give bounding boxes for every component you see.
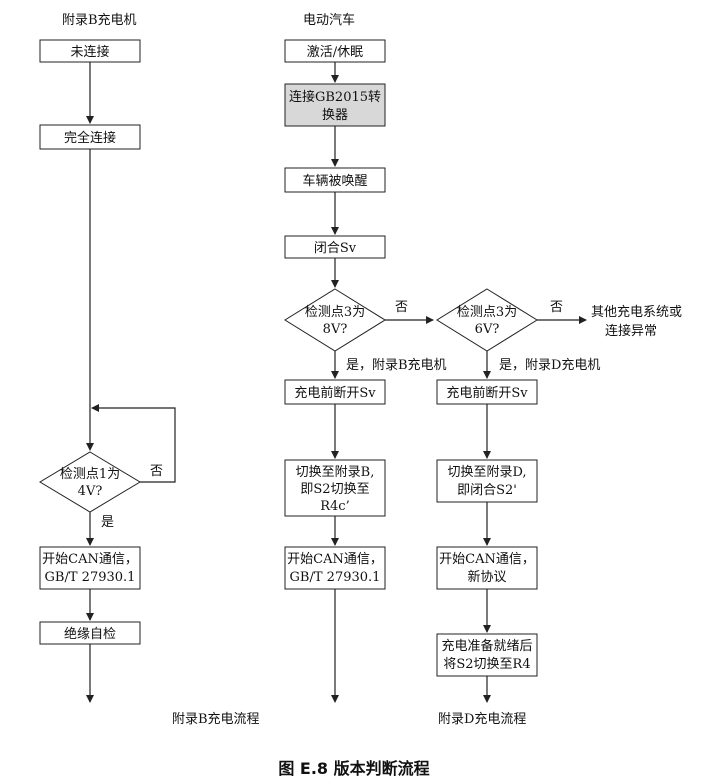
- box-mid-open-sv-label: 充电前断开Sv: [294, 385, 376, 401]
- decision-check1-line2: 4V?: [78, 484, 103, 499]
- left-yes-label: 是: [101, 515, 114, 530]
- flow-label-b: 附录B充电流程: [172, 711, 260, 727]
- box-close-sv-label: 闭合Sv: [314, 241, 357, 256]
- box-converter-line1: 连接GB2015转: [289, 89, 381, 105]
- decision-check3-8v: 检测点3为 8V?: [284, 288, 386, 352]
- box-left-can: 开始CAN通信， GB/T 27930.1: [39, 546, 141, 590]
- box-right-open-sv-label: 充电前断开Sv: [446, 385, 528, 401]
- box-activate-label: 激活/休眠: [307, 45, 363, 60]
- flow-label-d: 附录D充电流程: [438, 711, 526, 727]
- header-ev: 电动汽车: [303, 12, 355, 28]
- box-switch-d-line1: 切换至附录D,: [447, 465, 526, 480]
- box-switch-b: 切换至附录B, 即S2切换至 R4c’: [284, 459, 386, 517]
- decision-8v-line2: 8V?: [323, 322, 348, 337]
- right-yes-d-label: 是，附录D充电机: [499, 357, 600, 373]
- box-right-open-sv: 充电前断开Sv: [436, 379, 538, 405]
- other-system-line2: 连接异常: [605, 323, 657, 339]
- decision-8v-line1: 检测点3为: [305, 305, 365, 320]
- box-converter-line2: 换器: [322, 108, 348, 123]
- box-right-can-line2: 新协议: [467, 569, 506, 585]
- box-switch-d-line2: 即闭合S2': [457, 483, 517, 498]
- box-switch-b-line1: 切换至附录B,: [296, 465, 375, 480]
- box-not-connected-label: 未连接: [70, 44, 109, 60]
- left-no-label: 否: [150, 464, 163, 479]
- decision-check1-line1: 检测点1为: [60, 467, 120, 482]
- box-mid-can-line1: 开始CAN通信，: [287, 552, 383, 567]
- box-close-sv: 闭合Sv: [284, 235, 386, 259]
- header-charger-b: 附录B充电机: [62, 12, 137, 28]
- box-mid-can-line2: GB/T 27930.1: [290, 570, 381, 585]
- box-switch-d: 切换至附录D, 即闭合S2': [436, 459, 538, 503]
- decision-6v-line1: 检测点3为: [457, 305, 517, 320]
- box-right-can-line1: 开始CAN通信，: [439, 552, 535, 567]
- box-left-can-line1: 开始CAN通信，: [42, 552, 138, 567]
- box-insulation: 绝缘自检: [39, 621, 141, 645]
- box-right-can: 开始CAN通信， 新协议: [436, 546, 538, 590]
- decision-6v-line2: 6V?: [475, 322, 500, 337]
- box-switch-b-line2: 即S2切换至: [300, 482, 369, 497]
- decision-check1: 检测点1为 4V?: [39, 451, 141, 513]
- box-not-connected: 未连接: [39, 39, 141, 63]
- box-fully-connected: 完全连接: [39, 124, 141, 150]
- box-ready-line2: 将S2切换至R4: [443, 657, 530, 672]
- mid-yes-b-label: 是，附录B充电机: [346, 357, 447, 373]
- box-vehicle-wake: 车辆被唤醒: [284, 167, 386, 193]
- box-mid-can: 开始CAN通信， GB/T 27930.1: [284, 546, 386, 590]
- box-switch-b-line3: R4c’: [320, 499, 349, 514]
- box-insulation-label: 绝缘自检: [64, 626, 116, 642]
- box-ready-line1: 充电准备就绪后: [441, 638, 532, 654]
- right-no-label: 否: [550, 300, 563, 315]
- mid-no-label: 否: [395, 300, 408, 315]
- box-mid-open-sv: 充电前断开Sv: [284, 379, 386, 405]
- box-left-can-line2: GB/T 27930.1: [45, 570, 136, 585]
- decision-check3-6v: 检测点3为 6V?: [436, 288, 538, 352]
- box-vehicle-wake-label: 车辆被唤醒: [302, 173, 367, 189]
- box-converter: 连接GB2015转 换器: [284, 83, 386, 127]
- figure-caption: 图 E.8 版本判断流程: [278, 759, 429, 778]
- box-activate: 激活/休眠: [284, 39, 386, 63]
- loop-back-arrow: [91, 404, 176, 483]
- other-system-line1: 其他充电系统或: [591, 304, 682, 320]
- box-ready: 充电准备就绪后 将S2切换至R4: [436, 633, 538, 677]
- box-fully-connected-label: 完全连接: [64, 130, 116, 146]
